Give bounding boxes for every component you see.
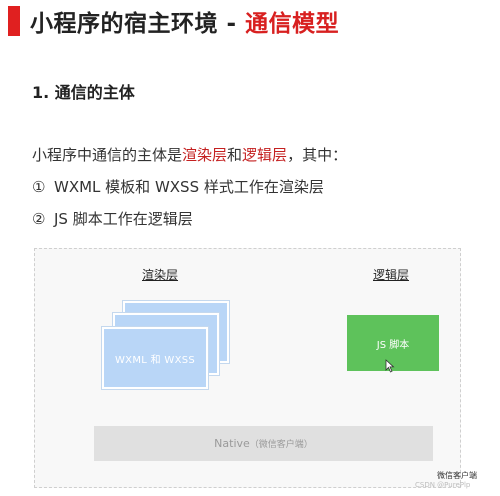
watermark: CSDN @PurePlp <box>415 481 471 489</box>
logic-layer-box: JS 脚本 <box>347 315 439 371</box>
render-card-label: WXML 和 WXSS <box>114 354 196 366</box>
native-layer-label: Native（微信客户端） <box>214 437 313 450</box>
intro-and: 和 <box>227 146 243 164</box>
logic-layer-label: 逻辑层 <box>373 268 410 282</box>
list-item-2-number: ② <box>32 210 46 228</box>
intro-suffix: ，其中： <box>287 146 348 164</box>
native-main-label: Native <box>214 437 250 450</box>
intro-prefix: 小程序中通信的主体是 <box>32 146 183 164</box>
wechat-client-label: 微信客户端 <box>437 471 477 480</box>
render-card-front: WXML 和 WXSS <box>102 327 208 389</box>
section-heading: 1. 通信的主体 <box>32 83 135 102</box>
list-item-1-number: ① <box>32 178 46 196</box>
page-title: 小程序的宿主环境 - 通信模型 <box>30 4 339 38</box>
logic-box-label: JS 脚本 <box>376 339 410 351</box>
list-item-2-text: JS 脚本工作在逻辑层 <box>54 210 193 228</box>
list-item-1: ① WXML 模板和 WXSS 样式工作在渲染层 <box>32 176 324 197</box>
title-accent-bar <box>8 6 20 36</box>
list-item-1-text: WXML 模板和 WXSS 样式工作在渲染层 <box>54 178 324 196</box>
communication-diagram: 渲染层 逻辑层 WXML 和 WXSS JS 脚本 Native（微信客户端） … <box>34 248 477 488</box>
intro-line: 小程序中通信的主体是渲染层和逻辑层，其中： <box>32 144 347 165</box>
logic-layer-term: 逻辑层 <box>242 146 288 164</box>
native-sub-label: （微信客户端） <box>249 440 313 450</box>
native-layer-bar: Native（微信客户端） <box>94 426 433 461</box>
page-title-main: 小程序的宿主环境 - <box>30 11 246 37</box>
render-layer-label: 渲染层 <box>142 268 179 282</box>
list-item-2: ② JS 脚本工作在逻辑层 <box>32 208 193 229</box>
mouse-cursor-icon <box>385 359 395 373</box>
render-layer-term: 渲染层 <box>182 146 228 164</box>
page-title-highlight: 通信模型 <box>245 11 340 37</box>
